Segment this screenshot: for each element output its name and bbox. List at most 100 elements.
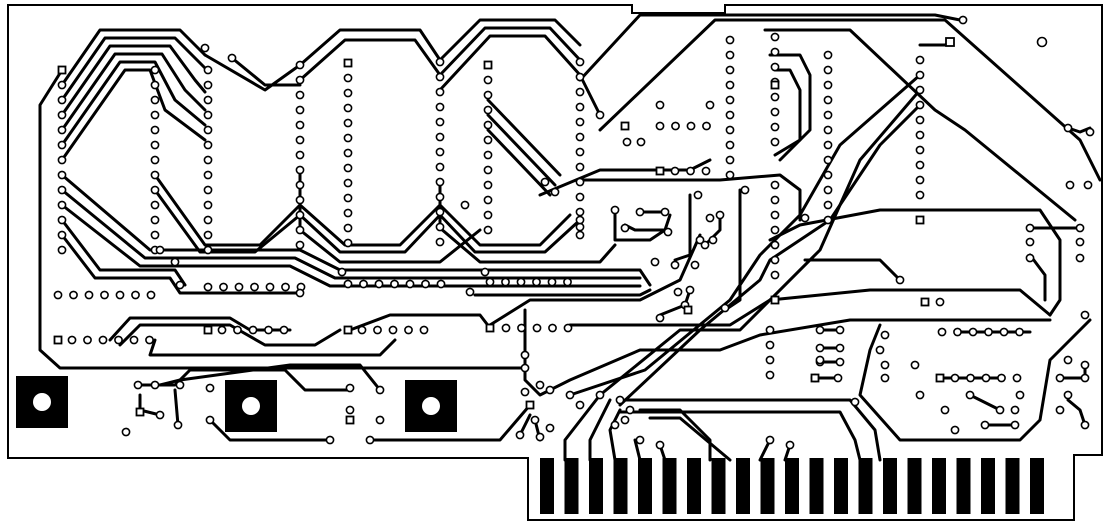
pad xyxy=(655,121,665,131)
pad xyxy=(622,137,632,147)
square-pad xyxy=(483,60,493,70)
pad xyxy=(203,200,213,210)
pad xyxy=(57,80,67,90)
edge-finger xyxy=(540,458,554,514)
pad xyxy=(515,430,525,440)
pad xyxy=(83,335,92,345)
pad xyxy=(695,235,705,245)
edge-finger xyxy=(613,458,628,514)
pad xyxy=(150,140,160,150)
pad xyxy=(575,177,585,187)
pad xyxy=(1025,253,1035,263)
pad xyxy=(175,280,185,290)
trace-bottom-left-3 xyxy=(348,313,492,332)
trace-feed-7 xyxy=(618,410,862,462)
pad xyxy=(765,340,775,350)
pad xyxy=(435,57,445,67)
trace-small-10 xyxy=(1028,253,1047,302)
pad xyxy=(203,155,213,165)
pad xyxy=(532,323,542,333)
pad xyxy=(227,53,237,63)
pad xyxy=(915,145,925,155)
square-pad xyxy=(770,80,780,90)
pad xyxy=(670,260,680,270)
pad xyxy=(203,65,213,75)
pad xyxy=(535,380,545,390)
trace-chevron-6 xyxy=(438,34,602,117)
pad xyxy=(203,125,213,135)
pad xyxy=(365,435,375,445)
pad xyxy=(57,140,67,150)
trace-right-bus-3 xyxy=(618,103,922,407)
trace-small-2 xyxy=(623,213,672,232)
pad xyxy=(150,200,160,210)
pad xyxy=(725,65,735,75)
pad xyxy=(170,257,180,267)
pad xyxy=(67,335,77,345)
pad xyxy=(765,370,775,380)
pad xyxy=(968,327,978,337)
pad xyxy=(114,335,123,345)
trace-loop-low-3 xyxy=(60,203,642,288)
pad xyxy=(770,270,780,280)
pad xyxy=(673,287,683,297)
pad xyxy=(100,290,109,300)
pad xyxy=(203,140,213,150)
pad xyxy=(725,170,735,180)
edge-finger xyxy=(858,458,873,514)
pad xyxy=(150,230,160,240)
pad xyxy=(740,185,750,195)
pad xyxy=(575,132,585,142)
component-pads xyxy=(53,15,1095,450)
square-pad xyxy=(345,415,355,425)
pad xyxy=(53,290,63,300)
pad xyxy=(705,100,715,110)
pad xyxy=(823,50,833,60)
pad xyxy=(835,343,845,353)
pad xyxy=(295,120,305,130)
pad xyxy=(823,80,833,90)
pad xyxy=(175,380,185,390)
pad xyxy=(57,155,67,165)
pad xyxy=(435,117,445,127)
pad xyxy=(1025,237,1035,247)
pad xyxy=(725,110,735,120)
pad xyxy=(823,215,833,225)
pad xyxy=(1080,310,1090,320)
trace-small-16 xyxy=(1066,398,1087,427)
trace-bottom-left-4 xyxy=(148,338,397,357)
pad xyxy=(155,410,165,420)
trace-mid-loop-2 xyxy=(153,188,582,254)
pad xyxy=(265,282,275,292)
mounting-pads xyxy=(16,376,457,432)
pad xyxy=(575,162,585,172)
pad xyxy=(343,103,353,113)
pad xyxy=(295,75,305,85)
pad xyxy=(483,210,493,220)
pad xyxy=(435,102,445,112)
pad xyxy=(374,279,384,289)
pad xyxy=(1080,420,1090,430)
pad xyxy=(635,207,645,217)
pad xyxy=(563,323,573,333)
pad xyxy=(823,185,833,195)
pad xyxy=(205,383,215,393)
square-pad xyxy=(920,297,930,307)
pad xyxy=(770,122,780,132)
trace-bus-3 xyxy=(60,44,207,117)
pad xyxy=(1085,127,1095,137)
pad xyxy=(686,121,696,131)
pad xyxy=(915,160,925,170)
mounting-hole-center xyxy=(242,397,260,415)
pad xyxy=(150,215,160,225)
edge-finger xyxy=(981,458,995,514)
edge-finger xyxy=(1030,458,1044,514)
pad xyxy=(295,135,305,145)
pad xyxy=(770,137,780,147)
pad xyxy=(295,90,305,100)
pad xyxy=(520,387,530,397)
pad xyxy=(483,150,493,160)
edge-finger xyxy=(760,458,775,514)
square-pad xyxy=(525,400,535,410)
pad xyxy=(835,357,845,367)
